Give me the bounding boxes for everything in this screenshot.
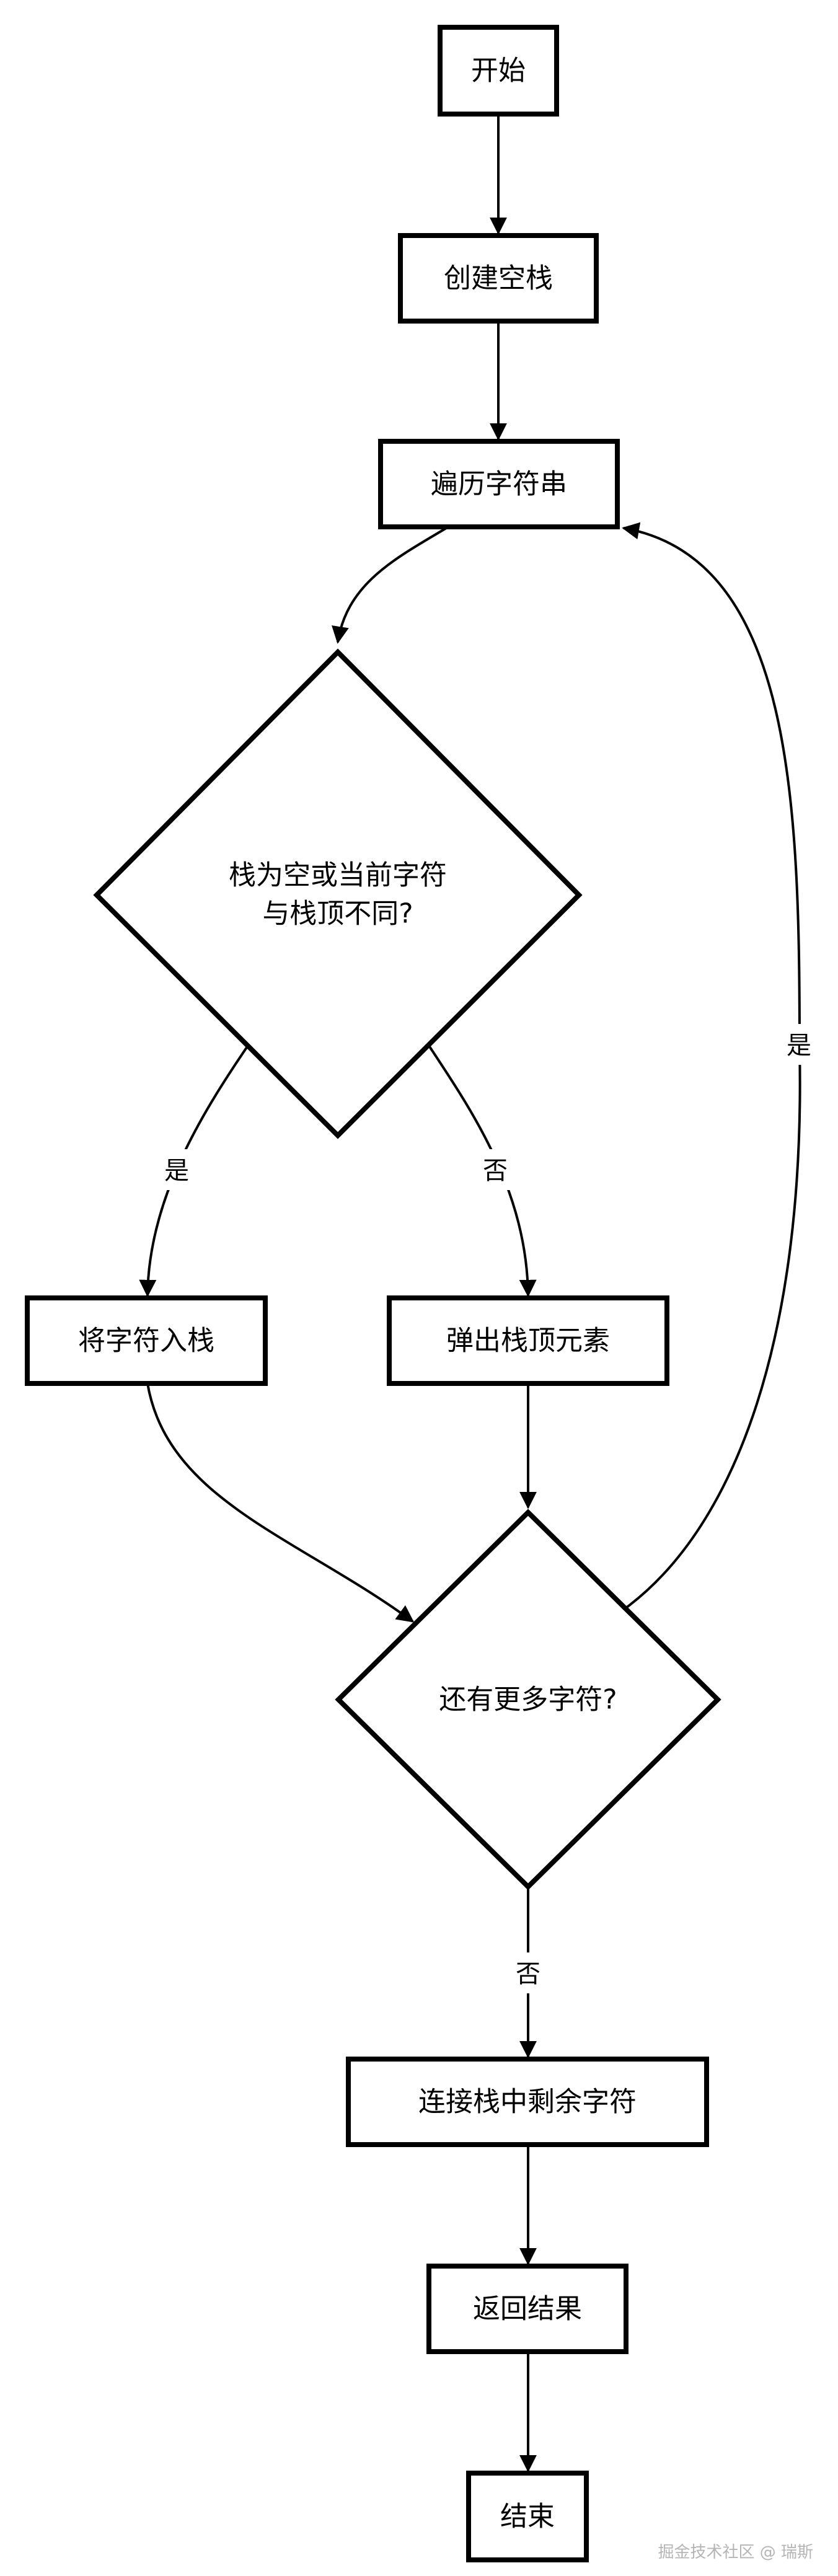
node-decision-empty-line2: 与栈顶不同? [262,898,413,930]
edge-label-no-pop: 否 [474,1149,517,1190]
edge-label-yes-push-text: 是 [164,1157,189,1185]
node-create-stack-label: 创建空栈 [444,263,553,294]
edge-label-no-join: 否 [506,1952,550,1993]
node-return-result-label: 返回结果 [473,2293,582,2325]
edge-label-yes-loop-text: 是 [787,1031,811,1060]
node-push: 将字符入栈 [25,1295,268,1386]
node-pop: 弹出栈顶元素 [387,1295,669,1386]
node-decision-more: 还有更多字符? [335,1509,721,1890]
node-end: 结束 [466,2471,589,2562]
edge-label-no-join-text: 否 [516,1960,540,1988]
node-push-label: 将字符入栈 [78,1325,214,1357]
node-decision-more-label: 还有更多字符? [439,1684,617,1716]
node-start-label: 开始 [471,55,526,87]
edge-push-to-decision-more [146,1383,415,1623]
edge-traverse-to-decision-empty [332,527,448,644]
edge-label-no-pop-text: 否 [483,1157,508,1185]
node-create-stack: 创建空栈 [398,233,599,324]
node-traverse-label: 遍历字符串 [431,469,567,500]
node-decision-empty-line1: 栈为空或当前字符 [229,860,447,891]
node-start: 开始 [438,25,559,117]
node-traverse: 遍历字符串 [378,439,620,529]
edge-decision-more-loop-to-traverse [622,522,801,1609]
edge-label-yes-loop: 是 [777,1024,821,1065]
node-join: 连接栈中剩余字符 [346,2057,709,2147]
node-pop-label: 弹出栈顶元素 [446,1325,610,1357]
node-join-label: 连接栈中剩余字符 [418,2086,637,2118]
edge-label-yes-push: 是 [155,1149,198,1190]
node-decision-empty: 栈为空或当前字符 与栈顶不同? [93,648,583,1139]
watermark-text: 掘金技术社区 @ 瑞斯 [658,2543,813,2562]
node-return-result: 返回结果 [426,2264,628,2354]
node-end-label: 结束 [500,2501,555,2533]
